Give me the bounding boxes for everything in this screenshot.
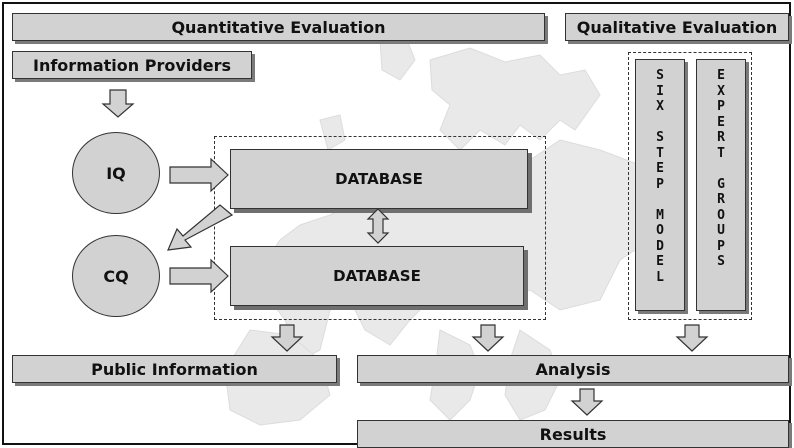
qualitative-evaluation-label: Qualitative Evaluation: [576, 17, 778, 37]
iq-label: IQ: [106, 163, 126, 183]
right-arrow-icon: [169, 157, 229, 193]
information-providers-label: Information Providers: [33, 55, 231, 75]
cq-circle: CQ: [72, 235, 160, 317]
diagonal-arrow-icon: [167, 204, 234, 251]
six-step-model-box: S I X S T E P M O D E L: [635, 59, 685, 311]
database-top-label: DATABASE: [335, 170, 423, 188]
qualitative-group-boundary: [628, 52, 752, 320]
down-arrow-icon: [675, 324, 709, 352]
expert-groups-label: E X P E R T G R O U P S: [717, 68, 725, 269]
information-providers-box: Information Providers: [12, 51, 252, 79]
database-top-box: DATABASE: [230, 149, 528, 209]
database-bottom-box: DATABASE: [230, 246, 524, 306]
results-label: Results: [539, 424, 607, 444]
cq-label: CQ: [103, 266, 129, 286]
down-arrow-icon: [270, 324, 304, 352]
quantitative-evaluation-header: Quantitative Evaluation: [12, 13, 545, 41]
analysis-box: Analysis: [357, 355, 789, 383]
down-arrow-icon: [570, 388, 604, 416]
results-box: Results: [357, 420, 789, 448]
down-arrow-icon: [471, 324, 505, 352]
database-group-boundary: [214, 136, 546, 320]
qualitative-evaluation-header: Qualitative Evaluation: [565, 13, 789, 41]
analysis-label: Analysis: [535, 359, 611, 379]
quantitative-evaluation-label: Quantitative Evaluation: [171, 17, 386, 37]
six-step-model-label: S I X S T E P M O D E L: [656, 68, 664, 285]
down-arrow-icon: [101, 89, 135, 118]
right-arrow-icon: [169, 258, 229, 294]
expert-groups-box: E X P E R T G R O U P S: [696, 59, 746, 311]
public-information-label: Public Information: [91, 359, 258, 379]
iq-circle: IQ: [72, 132, 160, 214]
database-bottom-label: DATABASE: [333, 267, 421, 285]
double-arrow-icon: [366, 208, 390, 244]
public-information-box: Public Information: [12, 355, 337, 383]
